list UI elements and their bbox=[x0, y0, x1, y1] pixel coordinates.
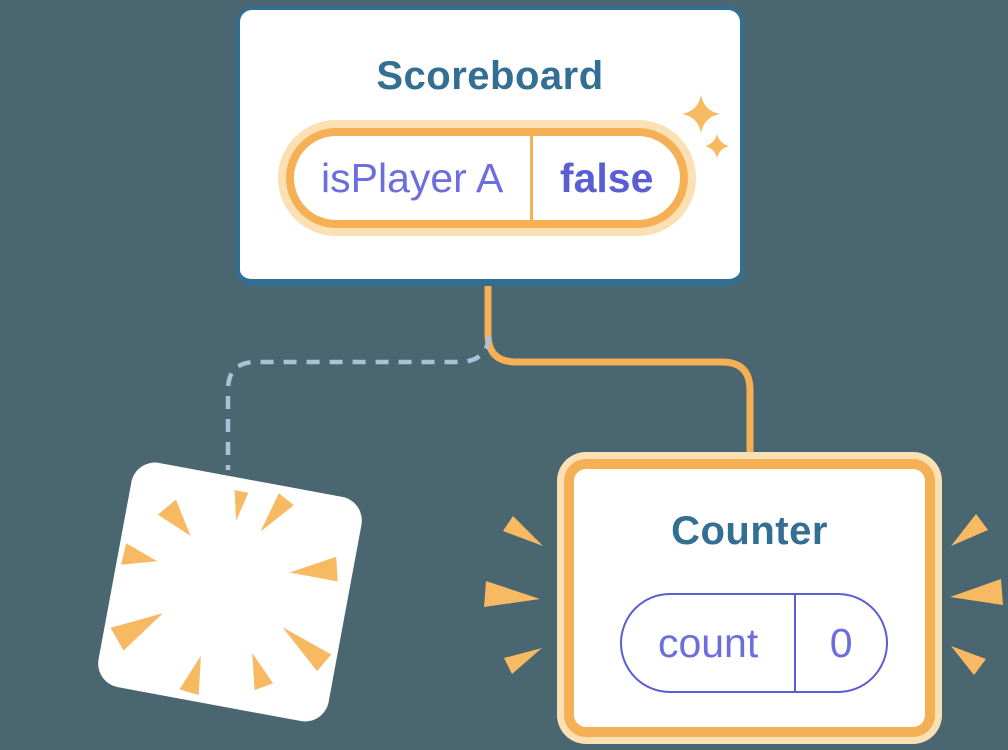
counter-state-pill: count 0 bbox=[620, 593, 888, 693]
connector-dashed-removed bbox=[225, 335, 492, 470]
state-name: count bbox=[622, 595, 797, 691]
scoreboard-component-card: Scoreboard isPlayer A false bbox=[236, 6, 744, 286]
destroyed-component-card bbox=[94, 458, 366, 726]
connector-scoreboard-to-counter bbox=[484, 282, 754, 462]
scoreboard-title: Scoreboard bbox=[376, 54, 604, 98]
explosion-burst-icon bbox=[110, 490, 338, 696]
burst-marks-right-icon bbox=[950, 514, 1003, 675]
counter-title: Counter bbox=[671, 509, 828, 553]
state-name: isPlayer A bbox=[294, 136, 534, 220]
state-value: false bbox=[559, 154, 654, 201]
state-value: 0 bbox=[829, 619, 853, 666]
counter-component-card: Counter count 0 bbox=[564, 459, 935, 737]
burst-marks-left-icon bbox=[484, 516, 543, 674]
scoreboard-state-pill: isPlayer A false bbox=[286, 128, 688, 228]
